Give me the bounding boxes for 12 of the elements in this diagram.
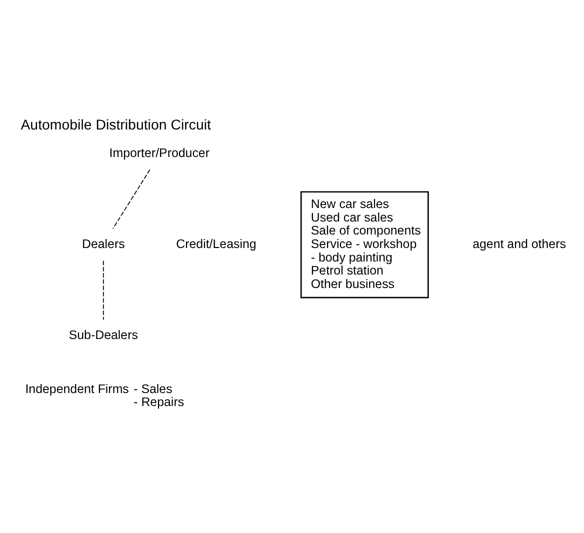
node-text: Dealers <box>82 237 125 252</box>
diagram-title: Automobile Distribution Circuit <box>20 117 211 134</box>
connector <box>112 169 150 230</box>
connector <box>102 260 104 320</box>
node-text: Independent Firms <box>25 382 129 396</box>
node-label: - Repairs <box>134 395 184 410</box>
node-label: - Sales <box>134 382 172 396</box>
node-text: Importer/Producer <box>109 146 210 160</box>
label: Credit/Leasing <box>176 237 256 252</box>
node-text: Sub-Dealers <box>68 328 138 342</box>
label: agent and others <box>472 237 566 252</box>
node-box: New car sales Used car sales Sale of components Service - workshop - body painting Petrol station Other business <box>300 191 429 298</box>
